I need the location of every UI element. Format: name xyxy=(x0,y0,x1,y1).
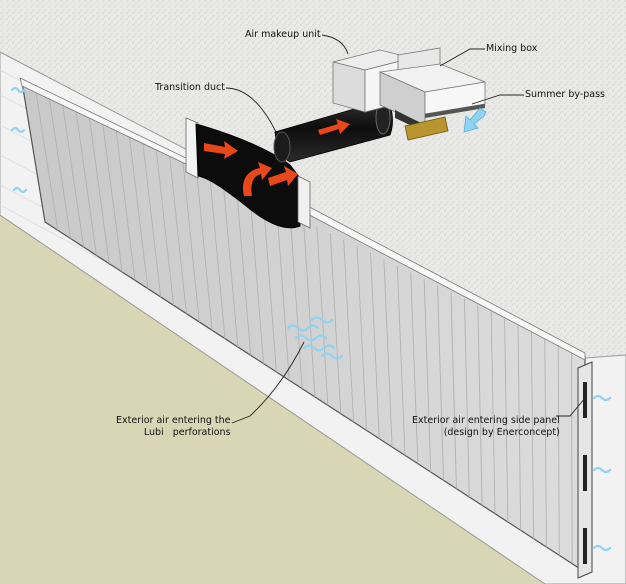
panel-corrugation-line xyxy=(222,180,239,348)
air-makeup-unit-front xyxy=(332,61,366,113)
panel-corrugation-line xyxy=(289,213,303,389)
panel-corrugation-line xyxy=(544,338,547,548)
cold-air-left-3 xyxy=(12,186,28,194)
label-summer-bypass: Summer by-pass xyxy=(525,89,605,100)
transition-duct-frame xyxy=(185,117,199,179)
hot-air-arrow-hood-3 xyxy=(268,166,298,186)
side-panel-slot-1 xyxy=(583,382,587,418)
panel-corrugation-line xyxy=(155,147,175,306)
panel-corrugation-line xyxy=(249,193,265,364)
panel-corrugation-line xyxy=(303,219,316,398)
panel-corrugation-line xyxy=(557,344,560,556)
label-mixing-box: Mixing box xyxy=(486,43,538,54)
cold-air-perf-5 xyxy=(320,352,344,360)
leader-mixing-box xyxy=(439,48,485,67)
cold-air-perf-1 xyxy=(286,324,320,332)
cold-air-arrows xyxy=(10,86,612,552)
panel-corrugation-line xyxy=(396,265,406,456)
panel-corrugation-line xyxy=(48,95,72,239)
label-perforations-line1: Exterior air entering the xyxy=(116,415,231,426)
hot-air-arrow-hood-1 xyxy=(204,141,238,159)
label-air-makeup-unit: Air makeup unit xyxy=(245,29,321,40)
leader-transition-duct xyxy=(225,87,277,133)
leader-air-makeup-unit xyxy=(321,34,349,55)
cold-air-side-1 xyxy=(592,394,612,402)
panel-corrugation-line xyxy=(128,134,149,289)
label-side-panel-line2: (design by Enerconcept) xyxy=(443,427,560,438)
duct-collar-left xyxy=(273,131,291,163)
panel-corrugation-line xyxy=(101,121,123,273)
panel-corrugation-line xyxy=(75,108,97,256)
cold-air-perf-2 xyxy=(294,334,328,342)
panel-corrugation-line xyxy=(316,226,329,406)
label-side-panel-line1: Exterior air entering side panel xyxy=(412,415,560,426)
panel-corrugation-line xyxy=(571,351,573,564)
cold-air-side-2 xyxy=(592,466,612,474)
label-perforations-line2: Lubi perforations xyxy=(143,427,231,438)
panel-corrugation-line xyxy=(34,88,59,231)
cold-air-perf-3 xyxy=(302,344,336,352)
cold-air-side-3 xyxy=(592,544,612,552)
panel-corrugation-line xyxy=(437,285,445,481)
label-transition-duct: Transition duct xyxy=(155,82,225,93)
cold-air-left-1 xyxy=(10,86,26,94)
panel-corrugation-line xyxy=(115,127,136,281)
panel-corrugation-line xyxy=(262,200,277,373)
summer-bypass-front xyxy=(425,104,485,118)
panel-corrugation xyxy=(34,88,573,564)
leader-summer-bypass xyxy=(471,94,524,105)
label-exterior-air-perforations: Exterior air entering the Lubi perforati… xyxy=(116,415,231,439)
panel-corrugation-line xyxy=(61,101,85,248)
panel-corrugation-line xyxy=(383,259,393,448)
panel-corrugation-line xyxy=(169,154,187,314)
side-panel-slot-3 xyxy=(583,528,587,564)
panel-corrugation-line xyxy=(463,298,470,498)
panel-corrugation-line xyxy=(450,292,457,489)
label-exterior-air-side-panel: Exterior air entering side panel (design… xyxy=(412,415,560,439)
cold-air-left-2 xyxy=(10,126,26,134)
leader-lines xyxy=(225,34,586,424)
panel-corrugation-line xyxy=(142,141,162,298)
panel-corrugation-line xyxy=(88,114,110,264)
panel-corrugation-line xyxy=(410,272,419,464)
panel-corrugation-line xyxy=(236,187,252,356)
hot-air-arrow-hood-2 xyxy=(242,162,272,196)
cold-air-perf-4 xyxy=(310,316,334,324)
hot-air-arrow-duct xyxy=(318,119,350,135)
hot-air-arrows xyxy=(204,119,350,196)
panel-corrugation-line xyxy=(530,331,535,539)
panel-corrugation-line xyxy=(209,173,226,339)
summer-bypass-damper xyxy=(404,116,449,141)
panel-corrugation-line xyxy=(356,246,367,431)
panel-corrugation-line xyxy=(276,206,290,381)
panel-corrugation-line xyxy=(490,311,496,514)
panel-corrugation-line xyxy=(370,252,380,439)
panel-corrugation-line xyxy=(423,279,432,473)
summer-bypass-arrow xyxy=(463,107,487,133)
panel-corrugation-line xyxy=(343,239,355,423)
transition-duct-side xyxy=(297,175,311,229)
panel-corrugation-line xyxy=(195,167,213,331)
side-panel-slot-2 xyxy=(583,455,587,491)
leader-perforations xyxy=(231,341,305,424)
panel-corrugation-line xyxy=(477,305,483,506)
leader-side-panel xyxy=(556,397,586,417)
panel-corrugation-line xyxy=(517,325,522,531)
panel-corrugation-line xyxy=(504,318,509,523)
panel-corrugation-line xyxy=(182,160,200,323)
panel-corrugation-line xyxy=(329,233,342,414)
